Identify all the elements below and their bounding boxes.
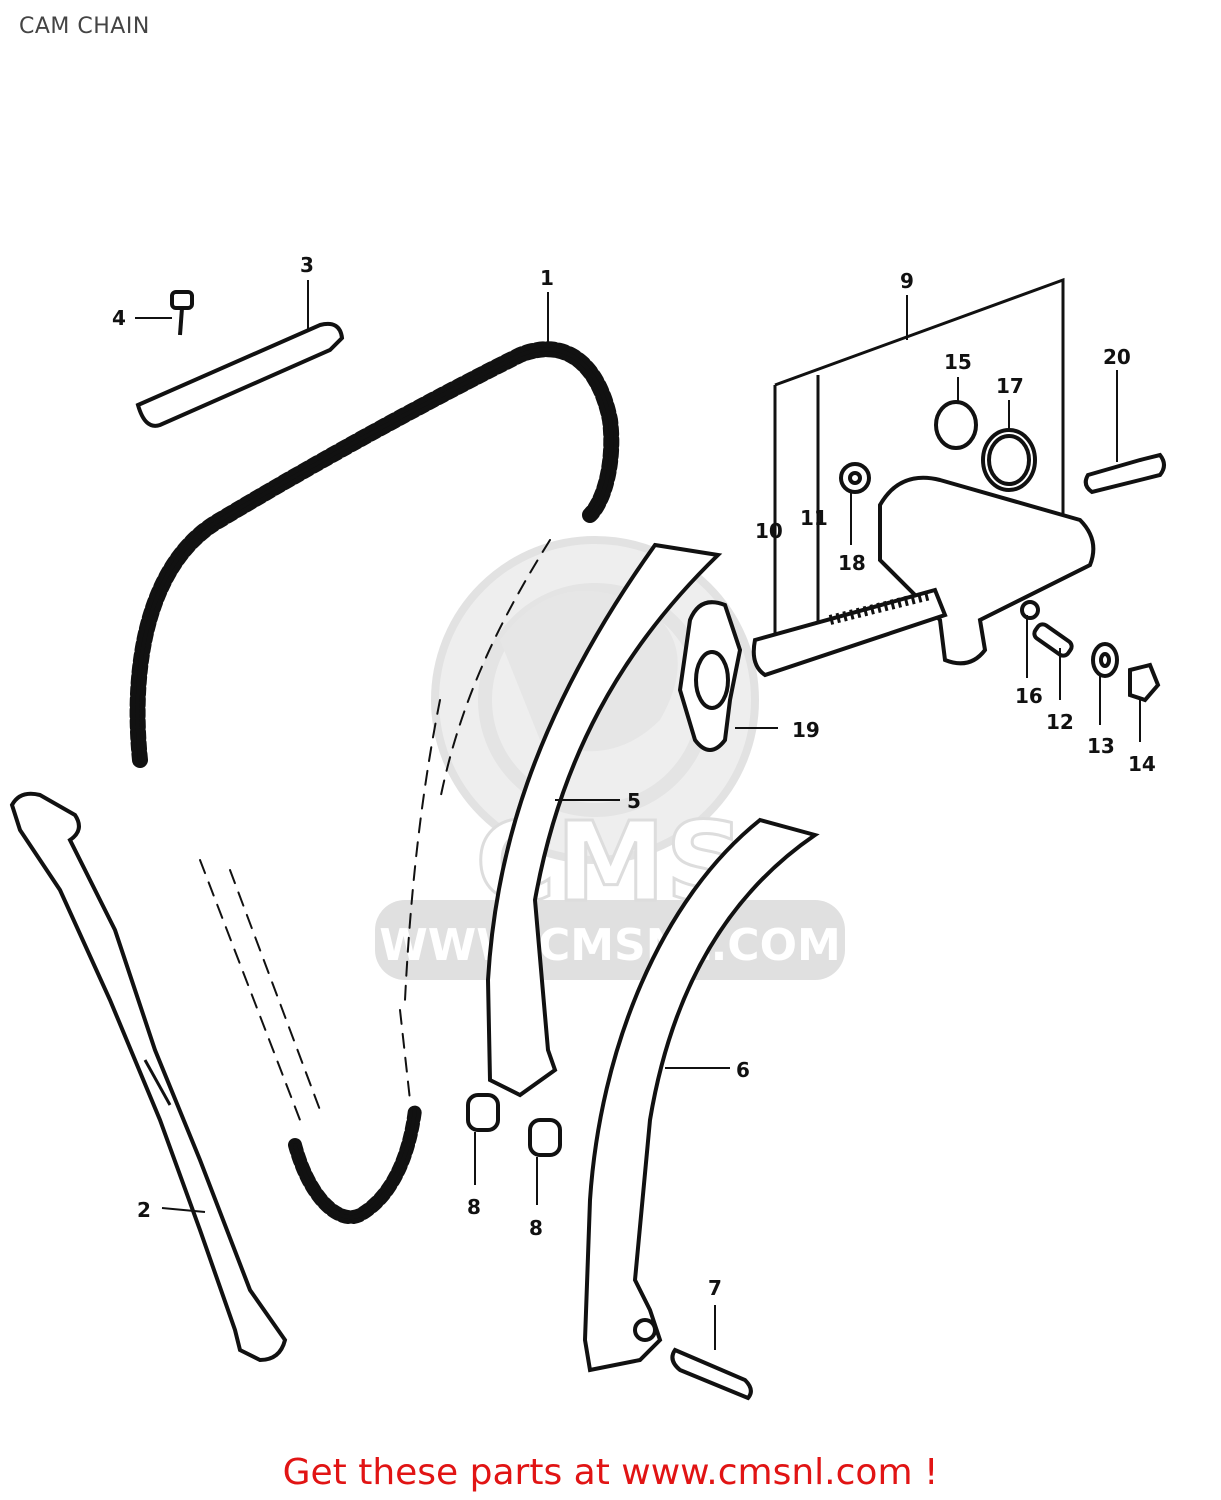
chain-guide-3-part bbox=[135, 321, 345, 428]
callout-labels: 1 2 3 4 5 6 7 8 8 9 10 11 12 13 14 15 16… bbox=[112, 253, 1156, 1300]
callout-13: 13 bbox=[1087, 734, 1115, 758]
callout-2: 2 bbox=[137, 1198, 151, 1222]
gasket-19-part bbox=[677, 600, 743, 752]
cap-8-part bbox=[466, 1093, 562, 1157]
cam-chain-part bbox=[129, 341, 620, 1225]
callout-19: 19 bbox=[792, 718, 820, 742]
pin-7-part bbox=[670, 1347, 753, 1401]
callout-leaders bbox=[135, 280, 1141, 1350]
callout-4: 4 bbox=[112, 306, 126, 330]
callout-9: 9 bbox=[900, 269, 914, 293]
callout-14: 14 bbox=[1128, 752, 1156, 776]
callout-8a: 8 bbox=[467, 1195, 481, 1219]
bolt-4-part bbox=[170, 290, 194, 336]
callout-16: 16 bbox=[1015, 684, 1043, 708]
callout-12: 12 bbox=[1046, 710, 1074, 734]
callout-11: 11 bbox=[800, 506, 828, 530]
callout-17: 17 bbox=[996, 374, 1024, 398]
small-parts bbox=[839, 400, 1166, 703]
page-title: CAM CHAIN bbox=[19, 14, 150, 39]
callout-6: 6 bbox=[736, 1058, 750, 1082]
callout-10: 10 bbox=[755, 519, 783, 543]
watermark-url: WWW.CMSNL.COM bbox=[379, 920, 841, 971]
footer-link[interactable]: Get these parts at www.cmsnl.com ! bbox=[282, 1452, 939, 1493]
chain-guide-5-part bbox=[485, 542, 723, 1098]
callout-20: 20 bbox=[1103, 345, 1131, 369]
chain-tensioner-guide-6-part bbox=[582, 817, 820, 1373]
callout-15: 15 bbox=[944, 350, 972, 374]
callout-3: 3 bbox=[300, 253, 314, 277]
tensioner-assembly-9-part bbox=[751, 277, 1096, 678]
callout-5: 5 bbox=[627, 789, 641, 813]
chain-guide-2-part bbox=[9, 791, 288, 1363]
callout-7: 7 bbox=[708, 1276, 722, 1300]
callout-8b: 8 bbox=[529, 1216, 543, 1240]
callout-1: 1 bbox=[540, 266, 554, 290]
callout-18: 18 bbox=[838, 551, 866, 575]
